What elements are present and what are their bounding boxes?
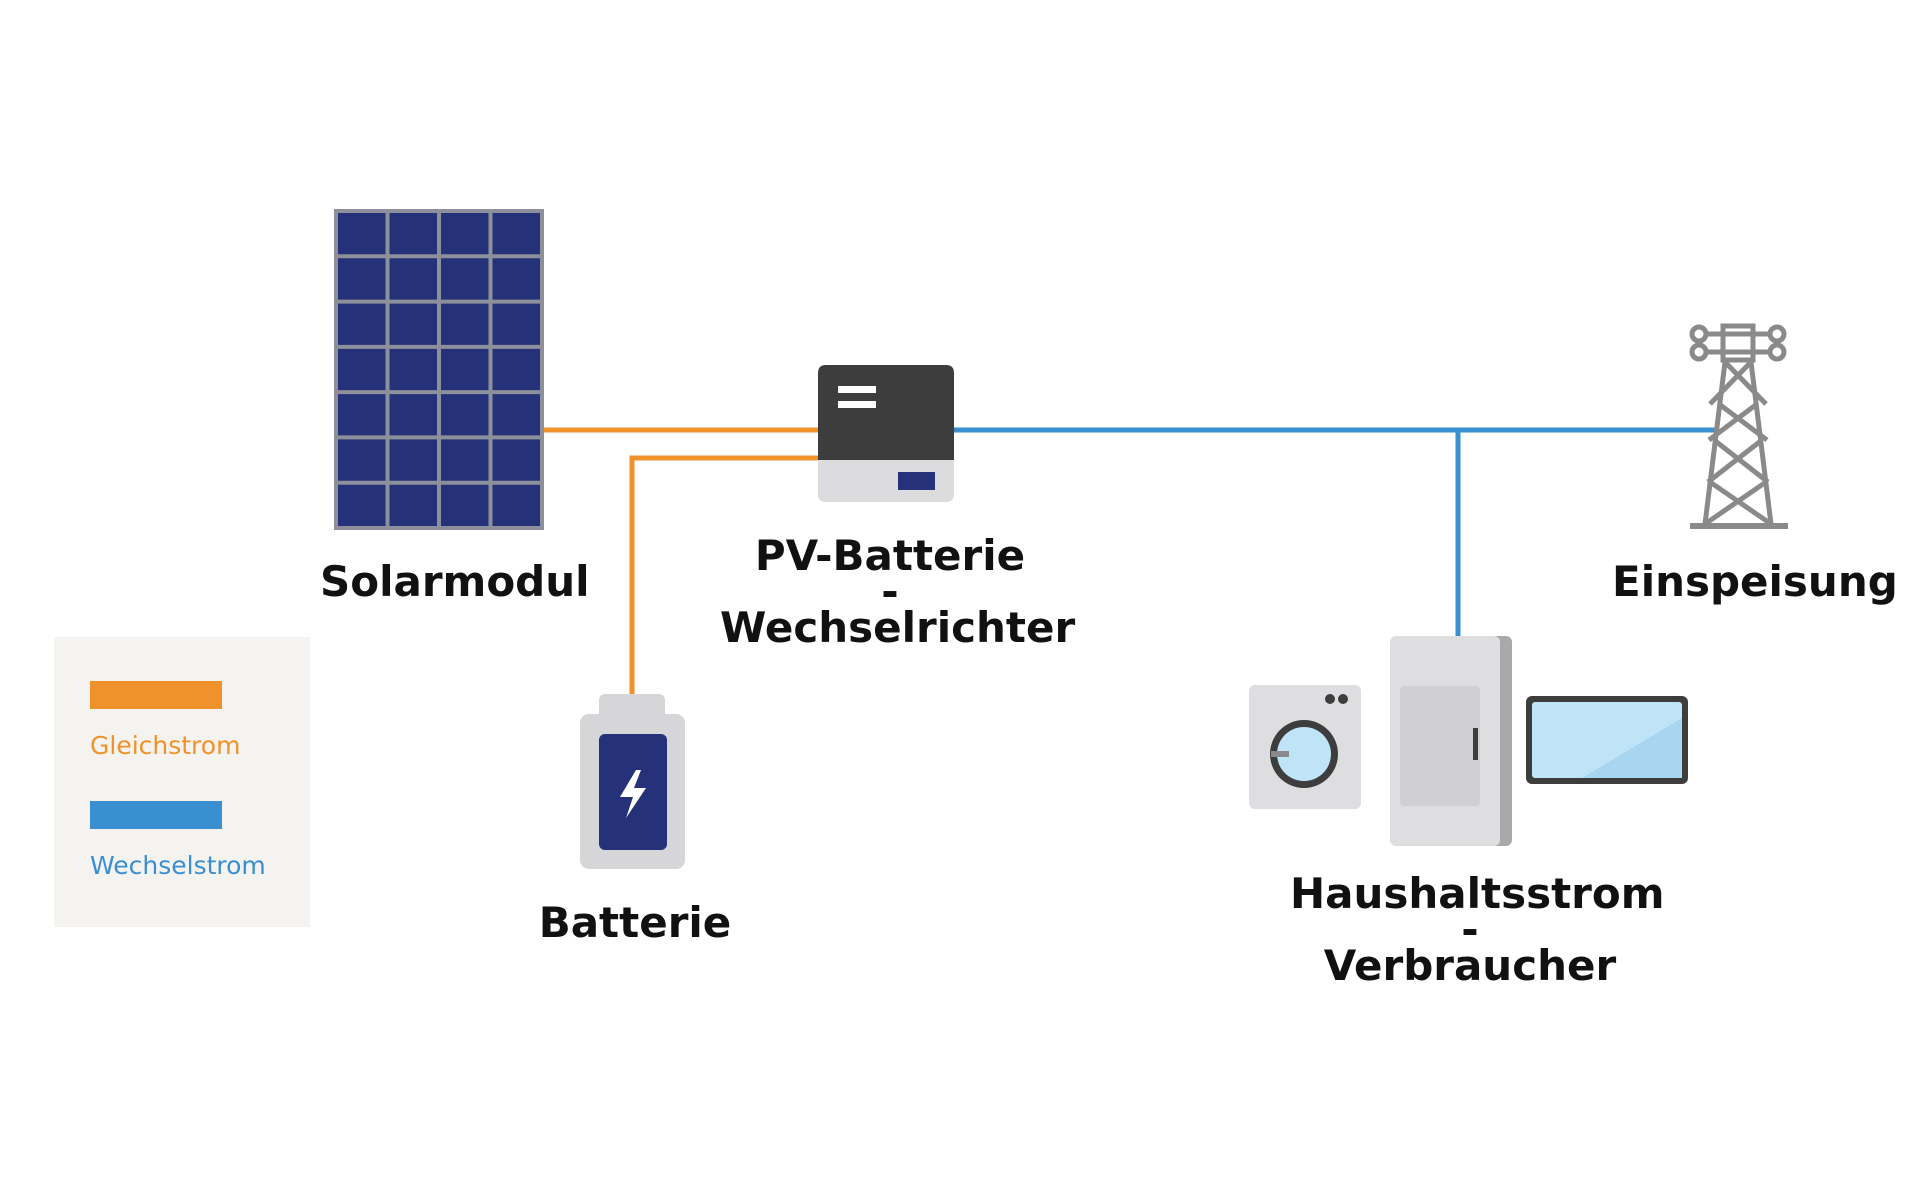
fridge-icon: [1390, 636, 1512, 846]
legend-label-dc: Gleichstrom: [90, 731, 241, 760]
household-appliances-icon: [1249, 636, 1688, 846]
legend-swatch-ac: [90, 801, 222, 829]
power-tower-icon: [1689, 323, 1788, 529]
solar-panel-label: Solarmodul: [320, 557, 590, 606]
battery-label: Batterie: [538, 898, 732, 947]
solar-panel-icon: [334, 209, 544, 530]
washing-machine-icon: [1249, 685, 1361, 809]
edge-battery-inverter: [629, 455, 820, 698]
household-label: Haushaltsstrom - Verbraucher: [1290, 869, 1665, 990]
inverter-label: PV-Batterie - Wechselrichter: [720, 531, 1076, 652]
tv-icon: [1526, 696, 1688, 784]
inverter-icon: [818, 365, 954, 502]
legend-label-ac: Wechselstrom: [90, 851, 266, 880]
grid-feed-label: Einspeisung: [1612, 557, 1898, 606]
legend-swatch-dc: [90, 681, 222, 709]
battery-icon: [580, 694, 685, 869]
legend: Gleichstrom Wechselstrom: [54, 637, 310, 927]
